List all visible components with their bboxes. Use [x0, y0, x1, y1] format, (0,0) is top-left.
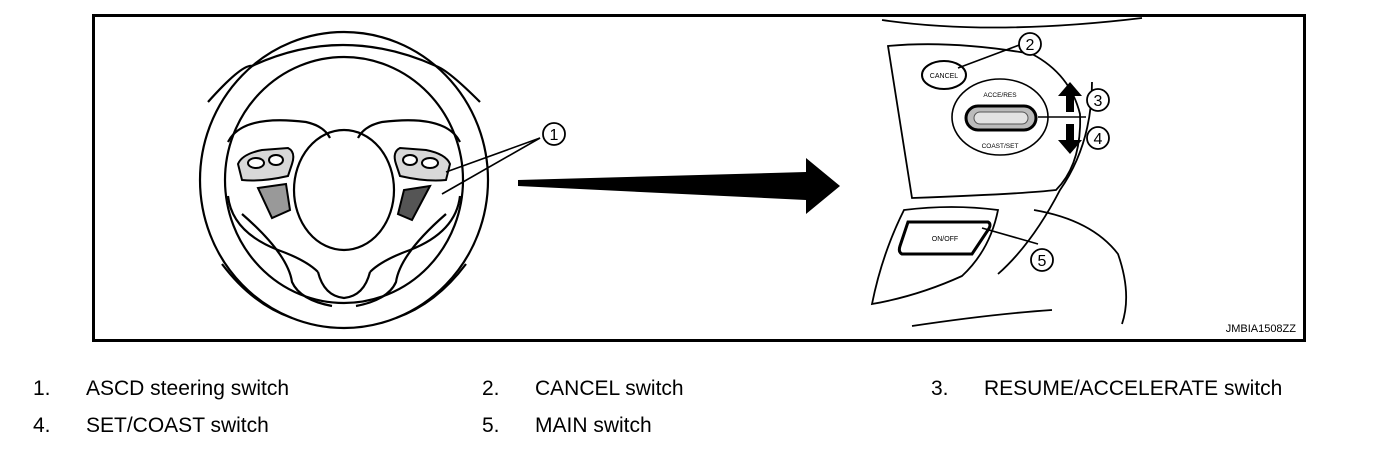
up-arrow-icon	[1058, 82, 1082, 112]
legend-number: 2.	[482, 377, 500, 400]
callout-1-circle	[542, 122, 566, 146]
wheel-hub	[292, 128, 396, 252]
on-off-label: ON/OFF	[932, 236, 958, 243]
main-switch: ON/OFF	[897, 220, 992, 256]
legend-number: 5.	[482, 414, 500, 437]
legend-number: 1.	[33, 377, 51, 400]
callout-4-label: 4	[1094, 131, 1103, 148]
coast-set-label: COAST/SET	[982, 143, 1019, 150]
cancel-switch-label: CANCEL	[930, 73, 959, 80]
callout-4-circle	[1086, 126, 1110, 150]
callout-5-label: 5	[1038, 253, 1047, 270]
cancel-switch: CANCEL	[921, 60, 967, 90]
switch-panel-lower	[870, 206, 1000, 306]
down-arrow-icon	[1058, 124, 1082, 154]
illustration: 1 CANCEL ACCE/RES COAST/SET	[92, 14, 1306, 342]
switch-closeup	[870, 17, 1143, 327]
callout-2-label: 2	[1026, 37, 1035, 54]
resume-accel-label: ACCE/RES	[983, 92, 1017, 99]
left-switch-cluster	[236, 146, 295, 220]
legend-number: 4.	[33, 414, 51, 437]
ascd-steering-switch	[393, 146, 452, 222]
resume-set-switch: ACCE/RES COAST/SET	[951, 78, 1049, 156]
legend-label: CANCEL switch	[535, 377, 684, 400]
legend-number: 3.	[931, 377, 949, 400]
illustration-frame: 1 CANCEL ACCE/RES COAST/SET	[92, 14, 1306, 342]
right-spoke-upper	[357, 119, 461, 143]
callout-1-leaders	[441, 137, 541, 195]
left-spoke-upper	[227, 119, 331, 143]
lower-spoke	[316, 271, 372, 300]
callout-leaders	[957, 43, 1039, 245]
callout-5-circle	[1030, 248, 1054, 272]
direction-arrow	[518, 158, 840, 214]
callout-3-circle	[1086, 88, 1110, 112]
legend-label: MAIN switch	[535, 414, 652, 437]
legend-label: ASCD steering switch	[86, 377, 290, 400]
wheel-outer-rim	[198, 30, 490, 330]
figure-id: JMBIA1508ZZ	[1226, 323, 1297, 335]
legend-label: RESUME/ACCELERATE switch	[984, 377, 1283, 400]
legend-label: SET/COAST switch	[86, 414, 269, 437]
callout-1-label: 1	[550, 127, 559, 144]
wheel-inner-rim	[223, 55, 465, 305]
steering-wheel	[198, 30, 490, 330]
wheel-rim-top	[251, 43, 437, 68]
callout-3-label: 3	[1094, 93, 1103, 110]
switch-panel-upper	[886, 43, 1082, 199]
callout-2-circle	[1018, 32, 1042, 56]
